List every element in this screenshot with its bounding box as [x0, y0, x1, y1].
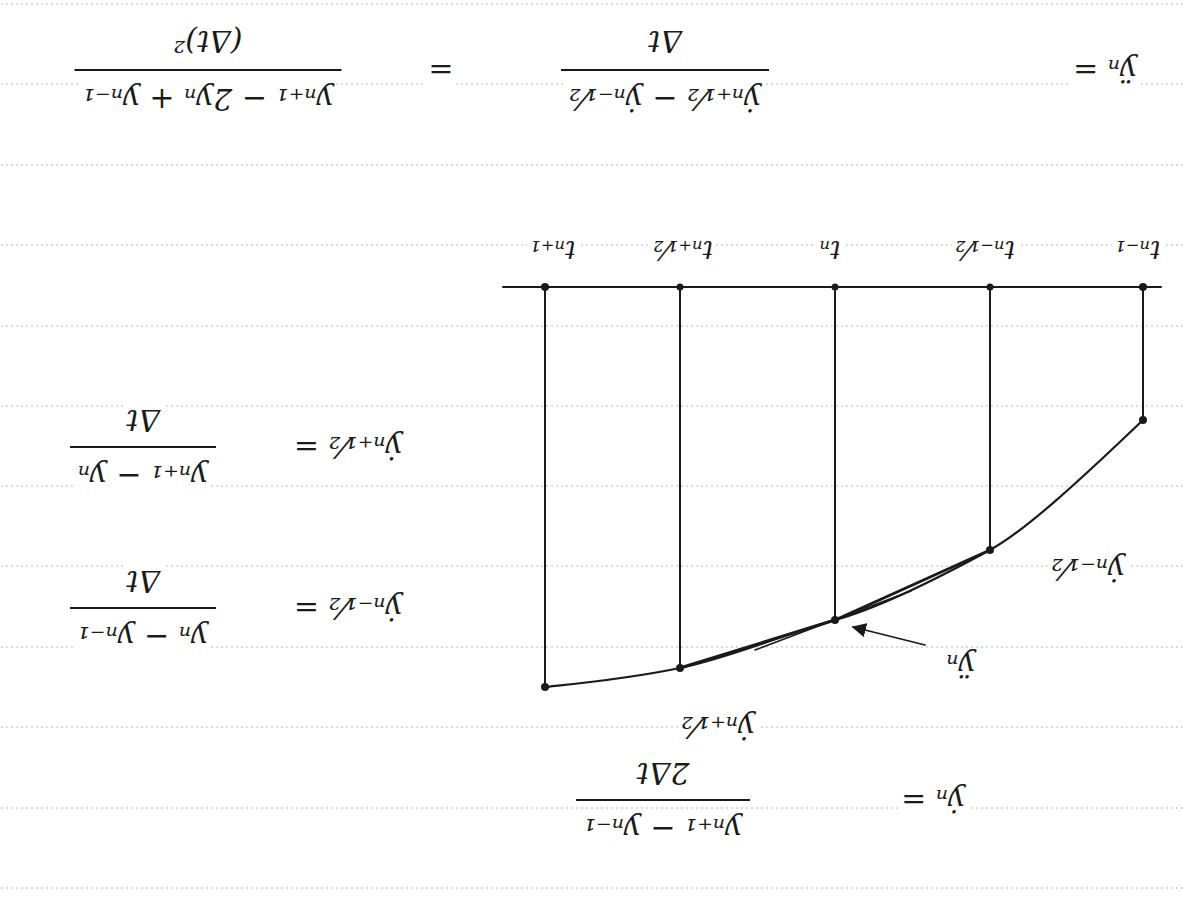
- curve-label: ẏₙ₊₁⁄₂: [678, 710, 758, 745]
- axis-label: tₙ₋₁: [1112, 234, 1163, 264]
- equation-term: ẏₙ₊₁⁄₂ =: [291, 430, 406, 465]
- numerator: ẏₙ₊₁⁄₂ − ẏₙ₋₁⁄₂: [566, 82, 764, 117]
- grid-line: [989, 287, 991, 550]
- denominator: Δt: [645, 24, 685, 59]
- pointer-arrow: [853, 627, 925, 645]
- function-curve: [545, 420, 1143, 687]
- graph: [503, 287, 1161, 687]
- equation-term: ÿₙ =: [1070, 53, 1140, 88]
- fraction-bar: [576, 799, 750, 801]
- axis-label: tₙ₊₁⁄₂: [650, 234, 716, 264]
- equation-term: =: [425, 53, 456, 88]
- grid-line: [834, 287, 836, 620]
- tangent-line: [755, 591, 911, 650]
- axis-label: tₙ₊₁: [527, 234, 578, 264]
- grid-line: [1142, 287, 1144, 420]
- equation-term: ẏₙ =: [898, 783, 968, 818]
- equation-term: ẏₙ₋₁⁄₂ =: [291, 591, 406, 626]
- axis-label: tₙ₋₁⁄₂: [952, 234, 1018, 264]
- fraction-bars: [70, 70, 769, 800]
- curve-label: ÿₙ: [943, 648, 978, 683]
- denominator: (Δt)²: [170, 24, 245, 59]
- chord-line: [835, 550, 990, 620]
- numerator: yₙ₊₁ − yₙ: [75, 459, 211, 494]
- denominator: Δt: [123, 403, 163, 438]
- numerator: yₙ − yₙ₋₁: [75, 620, 211, 655]
- grid-line: [544, 287, 546, 687]
- chord-line: [680, 620, 835, 668]
- fraction-bar: [70, 446, 216, 448]
- points: [541, 283, 1147, 691]
- denominator: 2Δt: [634, 756, 693, 791]
- fraction-bar: [75, 69, 342, 71]
- fraction-bar: [70, 607, 216, 609]
- numerator: yₙ₊₁ − yₙ₋₁: [581, 812, 745, 847]
- ruled-lines: [0, 4, 1183, 888]
- numerator: yₙ₊₁ − 2yₙ + yₙ₋₁: [80, 82, 337, 117]
- curve-label: ẏₙ₋₁⁄₂: [1048, 552, 1128, 587]
- grid-line: [679, 287, 681, 668]
- axis-label: tₙ: [817, 234, 844, 264]
- denominator: Δt: [123, 564, 163, 599]
- fraction-bar: [561, 69, 769, 71]
